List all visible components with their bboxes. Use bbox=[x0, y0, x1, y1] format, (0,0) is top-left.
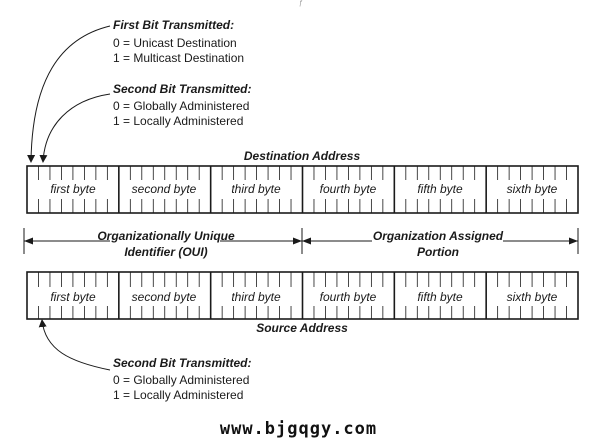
org-assigned-label: Organization Assigned bbox=[372, 229, 504, 243]
second-bit-src-arrow bbox=[38, 319, 111, 371]
second-bit-dest-arrow bbox=[39, 93, 111, 163]
second-bit-line-global-bottom: 0 = Globally Administered bbox=[113, 373, 250, 387]
second-bit-line-local-top: 1 = Locally Administered bbox=[113, 114, 244, 128]
src-byte-label: fifth byte bbox=[417, 290, 463, 304]
dest-byte-label: first byte bbox=[50, 182, 96, 196]
src-byte-label: sixth byte bbox=[506, 290, 558, 304]
source-address-bar bbox=[26, 271, 579, 320]
oui-label: Organizationally Unique bbox=[97, 229, 235, 243]
destination-address-label: Destination Address bbox=[243, 149, 361, 163]
dest-byte-label: sixth byte bbox=[506, 182, 558, 196]
second-bit-line-global-top: 0 = Globally Administered bbox=[113, 99, 250, 113]
src-byte-label: fourth byte bbox=[319, 290, 377, 304]
watermark: www.bjgqgy.com bbox=[219, 419, 378, 439]
dest-byte-label: second byte bbox=[131, 182, 197, 196]
dest-byte-label: fifth byte bbox=[417, 182, 463, 196]
org-assigned-label-line2: Portion bbox=[417, 245, 459, 259]
second-bit-heading-bottom: Second Bit Transmitted: bbox=[113, 356, 252, 370]
source-address-label: Source Address bbox=[256, 321, 348, 335]
first-bit-arrow bbox=[27, 25, 111, 163]
second-bit-line-local-bottom: 1 = Locally Administered bbox=[113, 388, 244, 402]
src-byte-label: first byte bbox=[50, 290, 96, 304]
oui-span-arrow bbox=[23, 228, 302, 254]
second-bit-heading-top: Second Bit Transmitted: bbox=[113, 82, 252, 96]
src-byte-label: third byte bbox=[231, 290, 281, 304]
dest-byte-label: fourth byte bbox=[319, 182, 377, 196]
destination-address-bar bbox=[26, 165, 579, 214]
oui-label-line2: Identifier (OUI) bbox=[124, 245, 208, 259]
top-mark: ƒ bbox=[299, 0, 303, 7]
first-bit-heading: First Bit Transmitted: bbox=[113, 18, 235, 32]
first-bit-line-multicast: 1 = Multicast Destination bbox=[113, 51, 245, 65]
dest-byte-label: third byte bbox=[231, 182, 281, 196]
first-bit-line-unicast: 0 = Unicast Destination bbox=[113, 36, 237, 50]
src-byte-label: second byte bbox=[131, 290, 197, 304]
org-assigned-span-arrow bbox=[301, 228, 579, 254]
